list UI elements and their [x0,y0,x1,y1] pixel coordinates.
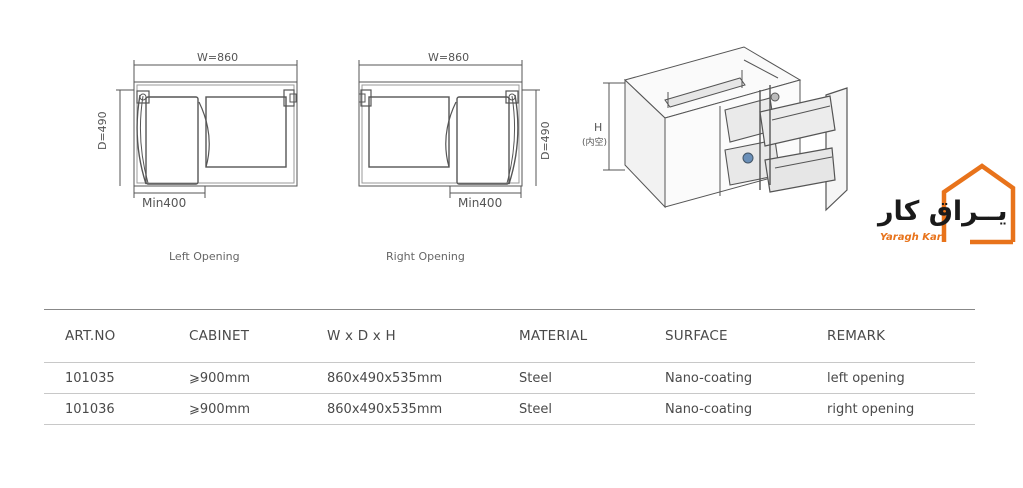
iso-height-label: H [594,121,603,134]
table-row: 101035 ⩾900mm 860x490x535mm Steel Nano-c… [44,363,975,394]
header-material: MATERIAL [519,328,588,344]
cell-surface: Nano-coating [665,371,753,386]
table-row: 101036 ⩾900mm 860x490x535mm Steel Nano-c… [44,394,975,425]
cell-remark: right opening [827,402,915,417]
header-dimensions: W x D x H [327,328,396,344]
left-min-label: Min400 [142,196,187,210]
header-art-no: ART.NO [65,328,116,344]
cell-dimensions: 860x490x535mm [327,371,443,386]
cell-remark: left opening [827,371,905,386]
logo-latin-text: Yaragh Kar [880,232,942,243]
left-caption: Left Opening [169,250,240,263]
header-surface: SURFACE [665,328,728,344]
table-header-row: ART.NO CABINET W x D x H MATERIAL SURFAC… [44,309,975,363]
header-cabinet: CABINET [189,328,250,344]
cell-cabinet: ⩾900mm [189,371,251,386]
right-width-label: W=860 [428,51,470,64]
right-caption: Right Opening [386,250,465,263]
iso-height-sub: (内空) [582,138,608,148]
cell-art-no: 101036 [65,402,115,417]
right-min-label: Min400 [458,196,503,210]
spec-table: ART.NO CABINET W x D x H MATERIAL SURFAC… [44,309,975,425]
cell-dimensions: 860x490x535mm [327,402,443,417]
header-remark: REMARK [827,328,886,344]
cell-material: Steel [519,402,552,417]
left-width-label: W=860 [197,51,239,64]
cell-cabinet: ⩾900mm [189,402,251,417]
cell-art-no: 101035 [65,371,115,386]
cell-surface: Nano-coating [665,402,753,417]
logo-persian-text: یــراق کار [878,196,1008,227]
cell-material: Steel [519,371,552,386]
